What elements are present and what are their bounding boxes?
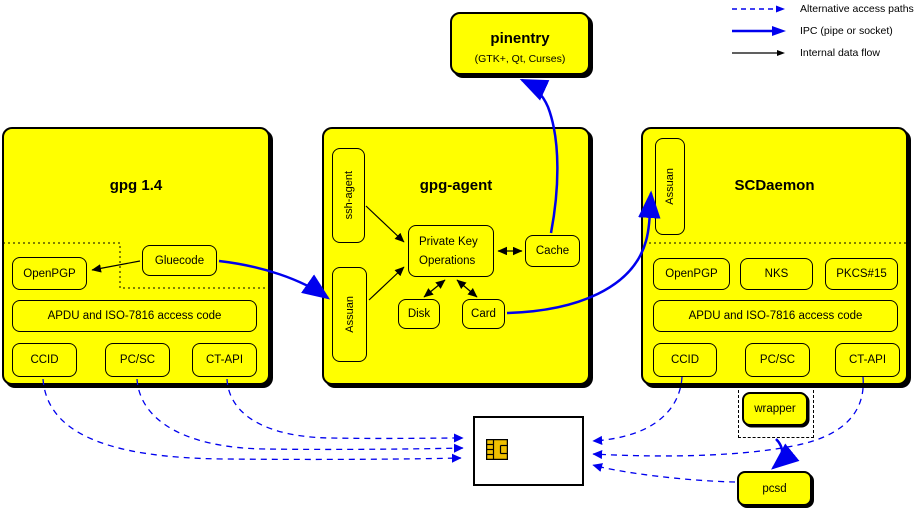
assuan-label: Assuan [664, 168, 676, 205]
gpg14-apdu-box: APDU and ISO-7816 access code [12, 300, 257, 332]
legend-item-ipc: IPC (pipe or socket) [730, 24, 893, 37]
pko-line1: Private Key [419, 235, 478, 248]
gpg-agent-title: gpg-agent [419, 177, 493, 194]
gpg14-ctapi-box: CT-API [192, 343, 257, 377]
scdaemon-assuan-box: Assuan [655, 138, 685, 235]
smartcard-chip-icon [486, 439, 508, 460]
legend-label: Alternative access paths [800, 2, 914, 15]
alt-gpg14-pcsc-to-card [136, 378, 464, 453]
scdaemon-openpgp-box: OpenPGP [653, 258, 730, 290]
gpg-agent-box: gpg-agent ssh-agent Assuan Private Key O… [322, 127, 590, 385]
alt-gpg14-ccid-to-card [42, 378, 462, 463]
pko-line2: Operations [419, 254, 476, 267]
scdaemon-pkcs15-box: PKCS#15 [825, 258, 898, 290]
legend-label: Internal data flow [800, 46, 880, 59]
gpg14-ccid-box: CCID [12, 343, 77, 377]
assuan-label: Assuan [343, 296, 356, 333]
gpg14-title: gpg 1.4 [109, 177, 163, 194]
alt-gpg14-ctapi-to-card [226, 378, 464, 443]
private-key-operations-box: Private Key Operations [408, 225, 494, 277]
pcsd-box: pcsd [737, 471, 812, 506]
alt-pcsd-to-card [592, 463, 736, 483]
legend-item-alternative-access: Alternative access paths [730, 2, 914, 15]
dashed-blue-arrow-icon [732, 5, 785, 12]
ipc-wrapper-to-pcsd [771, 438, 800, 470]
scdaemon-ccid-box: CCID [653, 343, 717, 377]
card-box: Card [462, 299, 505, 329]
scdaemon-ctapi-box: CT-API [835, 343, 900, 377]
scdaemon-title: SCDaemon [734, 177, 815, 194]
cache-box: Cache [525, 235, 580, 267]
thick-blue-arrow-icon [732, 25, 786, 36]
gpg14-openpgp-box: OpenPGP [12, 257, 87, 290]
gpg14-gluecode-box: Gluecode [142, 245, 217, 276]
disk-box: Disk [398, 299, 440, 329]
wrapper-box: wrapper [742, 392, 808, 426]
legend-label: IPC (pipe or socket) [800, 24, 893, 37]
gpg-agent-assuan-box: Assuan [332, 267, 367, 362]
pinentry-subtitle: (GTK+, Qt, Curses) [474, 53, 566, 65]
pinentry-title: pinentry [490, 30, 550, 47]
gpg14-box: gpg 1.4 OpenPGP Gluecode APDU and ISO-78… [2, 127, 270, 385]
wrapper-dashed-enclosure: wrapper [738, 385, 814, 438]
scdaemon-apdu-box: APDU and ISO-7816 access code [653, 300, 898, 332]
scdaemon-nks-box: NKS [740, 258, 813, 290]
alt-scdaemon-ccid-to-card [592, 376, 683, 445]
pinentry-box: pinentry (GTK+, Qt, Curses) [450, 12, 590, 75]
alt-scdaemon-ctapi-to-card [592, 376, 864, 460]
smartcard [473, 416, 584, 486]
scdaemon-pcsc-box: PC/SC [745, 343, 810, 377]
scdaemon-box: SCDaemon Assuan OpenPGP NKS PKCS#15 APDU… [641, 127, 908, 385]
gpg-agent-ssh-agent-box: ssh-agent [332, 148, 365, 243]
legend-item-internal-flow: Internal data flow [730, 46, 880, 59]
gpg14-pcsc-box: PC/SC [105, 343, 170, 377]
ssh-agent-label: ssh-agent [342, 171, 355, 220]
black-arrow-icon [732, 49, 785, 56]
